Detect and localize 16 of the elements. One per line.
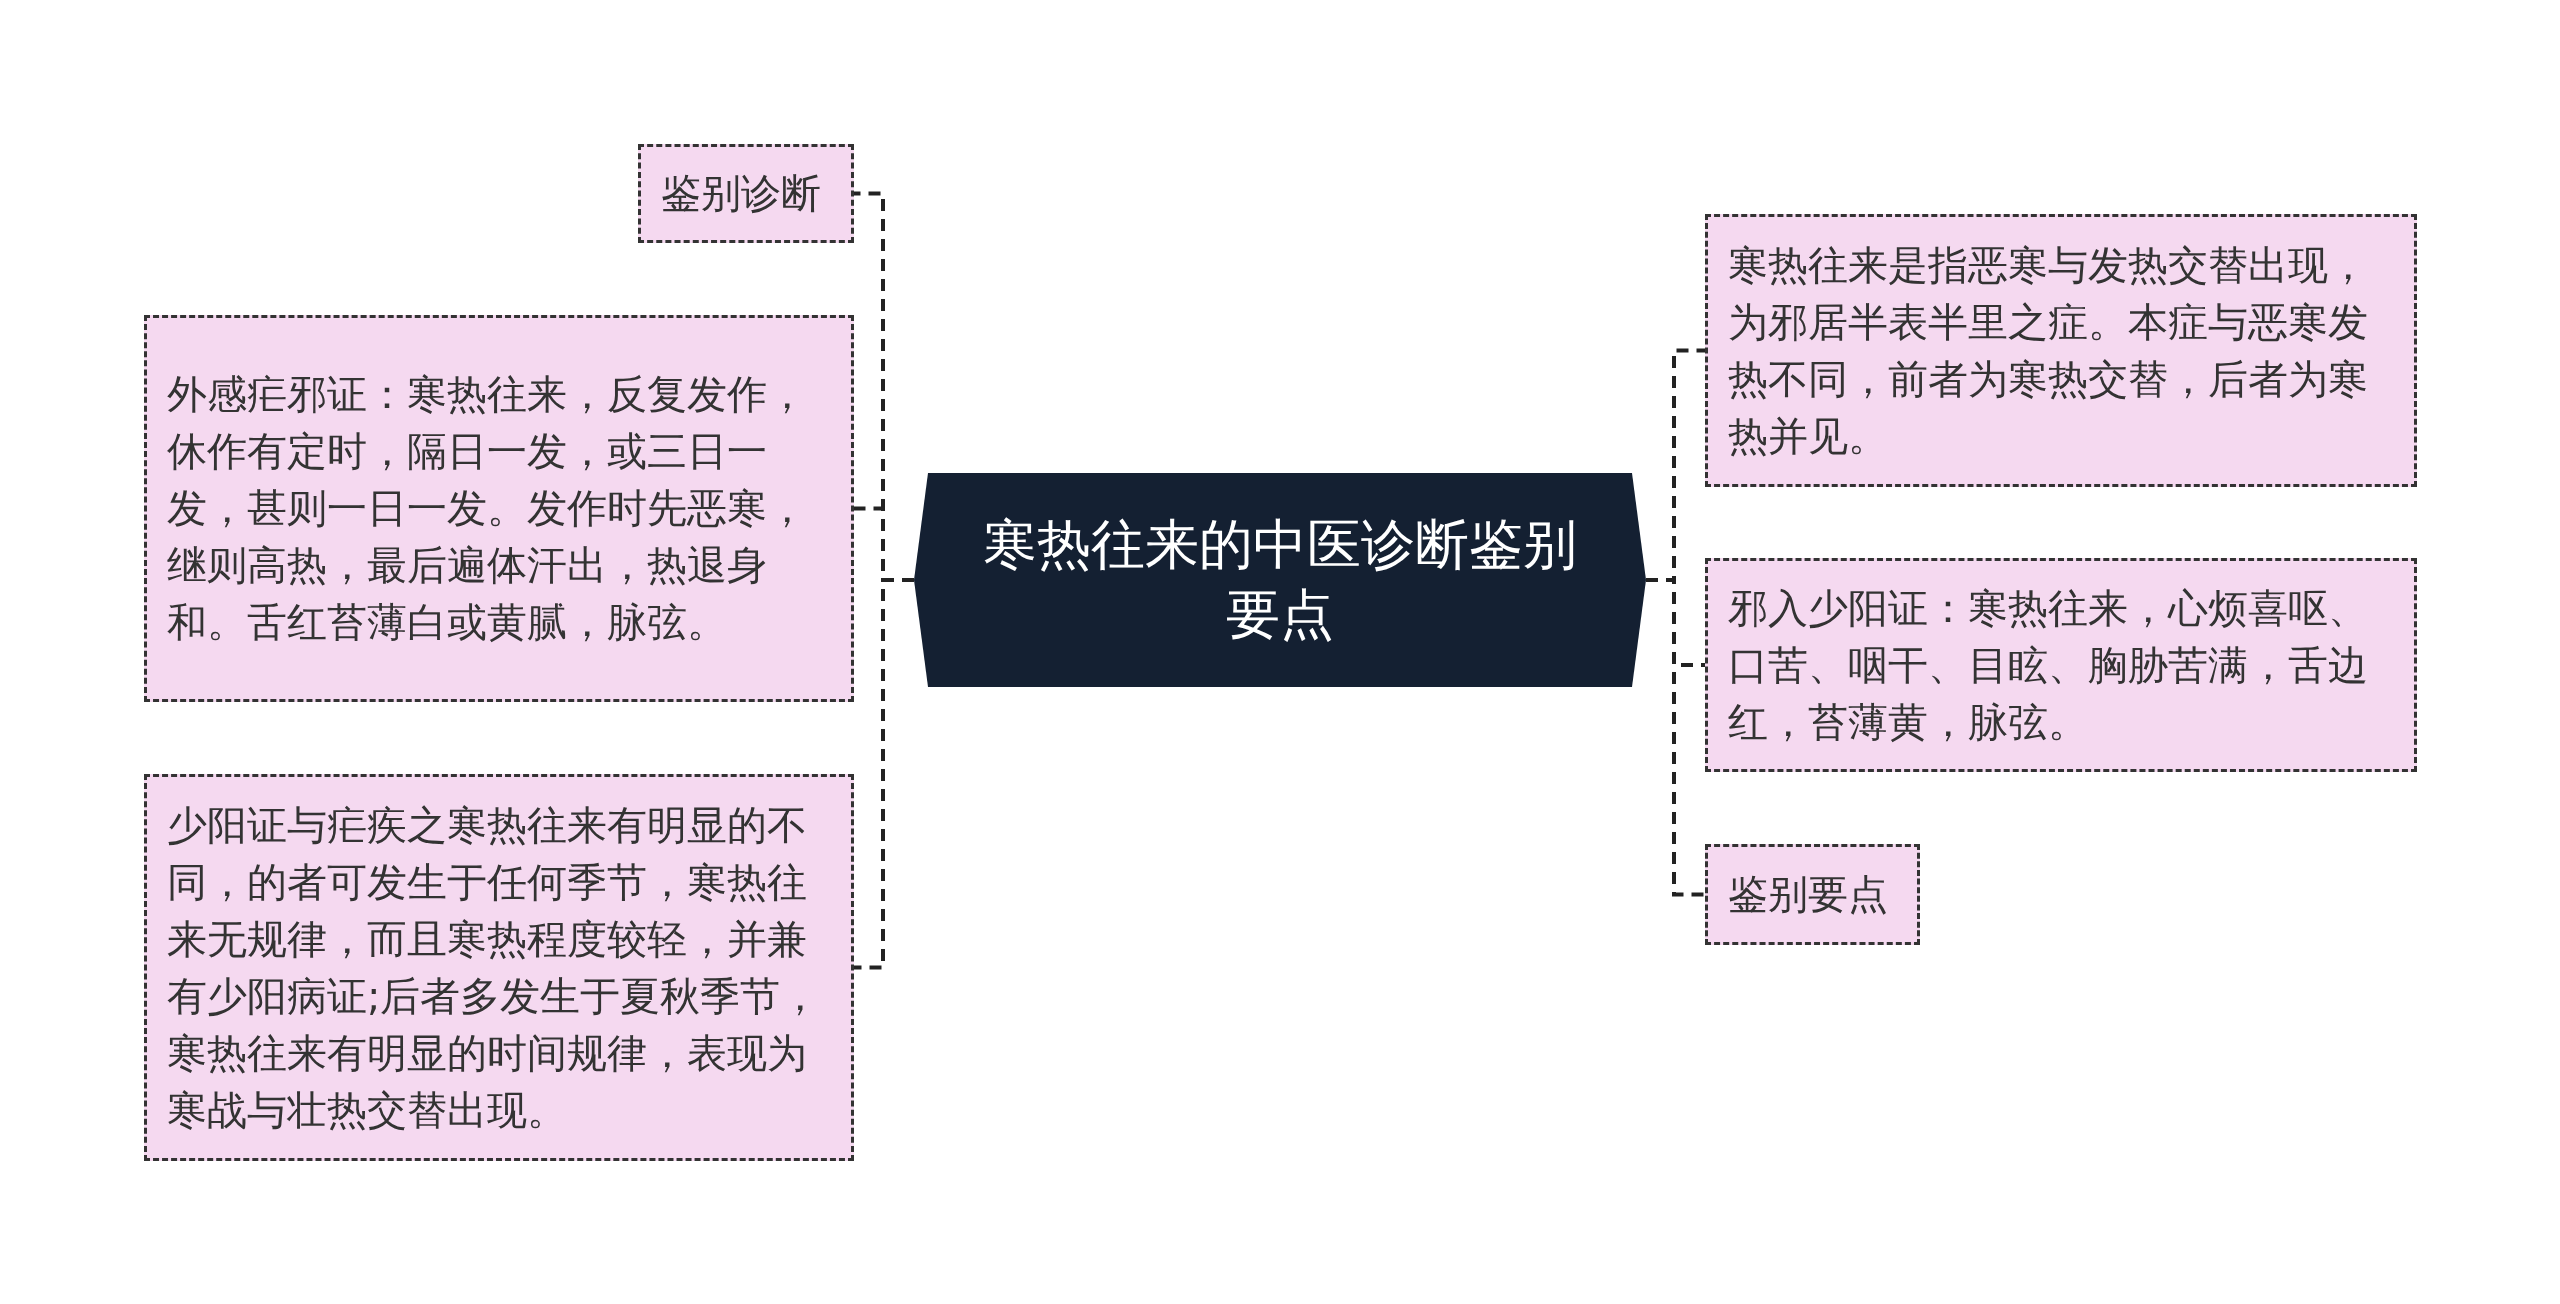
topic-text: 少阳证与疟疾之寒热往来有明显的不同，的者可发生于任何季节，寒热往来无规律，而且寒热程度较轻，并兼有少阳病证;后者多发生于夏秋季节，寒热往来有明显的时间规律，表现为寒战与壮热交替出现。 bbox=[167, 800, 822, 1135]
topic-box bbox=[638, 144, 854, 243]
topic-box bbox=[1705, 844, 1920, 945]
topic-text: 外感疟邪证：寒热往来，反复发作，休作有定时，隔日一发，或三日一发，甚则一日一发。发作时先恶寒，继则高热，最后遍体汗出，热退身和。舌红苔薄白或黄腻，脉弦。 bbox=[167, 370, 808, 647]
topic-text: 寒热往来是指恶寒与发热交替出现，为邪居半表半里之症。本症与恶寒发热不同，前者为寒热交替，后者为寒热并见。 bbox=[1728, 240, 2369, 461]
connector-line bbox=[1646, 578, 1705, 897]
topic-text: 鉴别诊断 bbox=[661, 169, 821, 218]
topic-title: 寒热往来的中医诊断鉴别要点 bbox=[982, 512, 1578, 648]
topic-text: 鉴别要点 bbox=[1728, 870, 1888, 919]
connector-line bbox=[854, 578, 914, 970]
topic-box bbox=[144, 774, 854, 1161]
topic-text: 邪入少阳证：寒热往来，心烦喜呕、口苦、咽干、目眩、胸胁苦满，舌边红，苔薄黄，脉弦。 bbox=[1728, 583, 2369, 747]
topic-box bbox=[1705, 558, 2417, 772]
central-topic bbox=[914, 473, 1646, 687]
topic-box bbox=[144, 315, 854, 702]
topic-box bbox=[1705, 214, 2417, 487]
